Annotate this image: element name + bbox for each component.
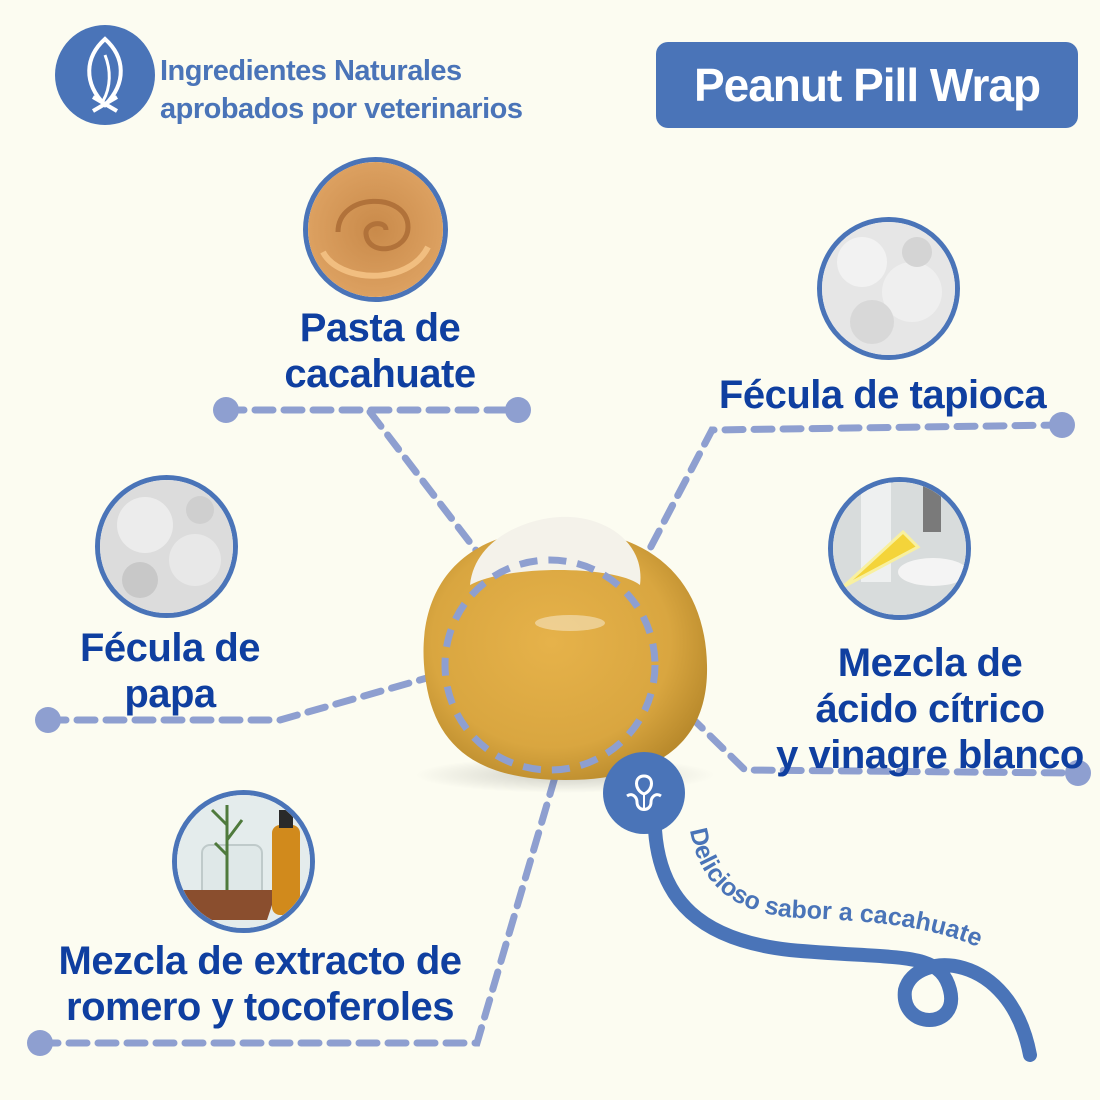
label-line: papa [124,672,216,716]
potato-starch-photo [95,475,238,618]
label-line: Fécula de [79,626,261,670]
flavor-badge [603,752,685,834]
label-line: cacahuate [284,352,476,396]
label-line: romero y tocoferoles [66,985,454,1029]
tongue-taste-icon [626,774,662,811]
peanut-butter-photo [303,157,448,302]
header-tagline: Ingredientes Naturales aprobados por vet… [160,52,523,128]
ingredient-label-citric-vinegar: Mezcla de ácido cítrico y vinagre blanco [770,640,1090,778]
label-line: Mezcla de extracto de [58,939,463,983]
tagline-line1: Ingredientes Naturales [160,55,462,87]
ingredient-label-tapioca: Fécula de tapioca [700,372,1065,418]
leaf-badge [55,25,155,125]
label-line: Pasta de [299,306,461,350]
label-line: ácido cítrico [815,687,1045,731]
label-line: Fécula de tapioca [718,373,1047,417]
label-line: Mezcla de [837,641,1023,685]
ingredient-label-potato: Fécula de papa [40,625,300,717]
ingredient-label-peanut-butter: Pasta de cacahuate [230,305,530,397]
tapioca-starch-photo [817,217,960,360]
lemon-vinegar-photo [828,477,971,620]
label-line: y vinagre blanco [776,733,1084,777]
ingredient-label-rosemary-tocopherols: Mezcla de extracto de romero y tocoferol… [25,938,495,1030]
product-name-badge: Peanut Pill Wrap [656,42,1078,128]
rosemary-oil-photo [172,790,315,933]
product-name: Peanut Pill Wrap [693,59,1041,111]
leaf-icon [87,36,123,113]
tagline-line2: aprobados por veterinarios [160,93,523,125]
